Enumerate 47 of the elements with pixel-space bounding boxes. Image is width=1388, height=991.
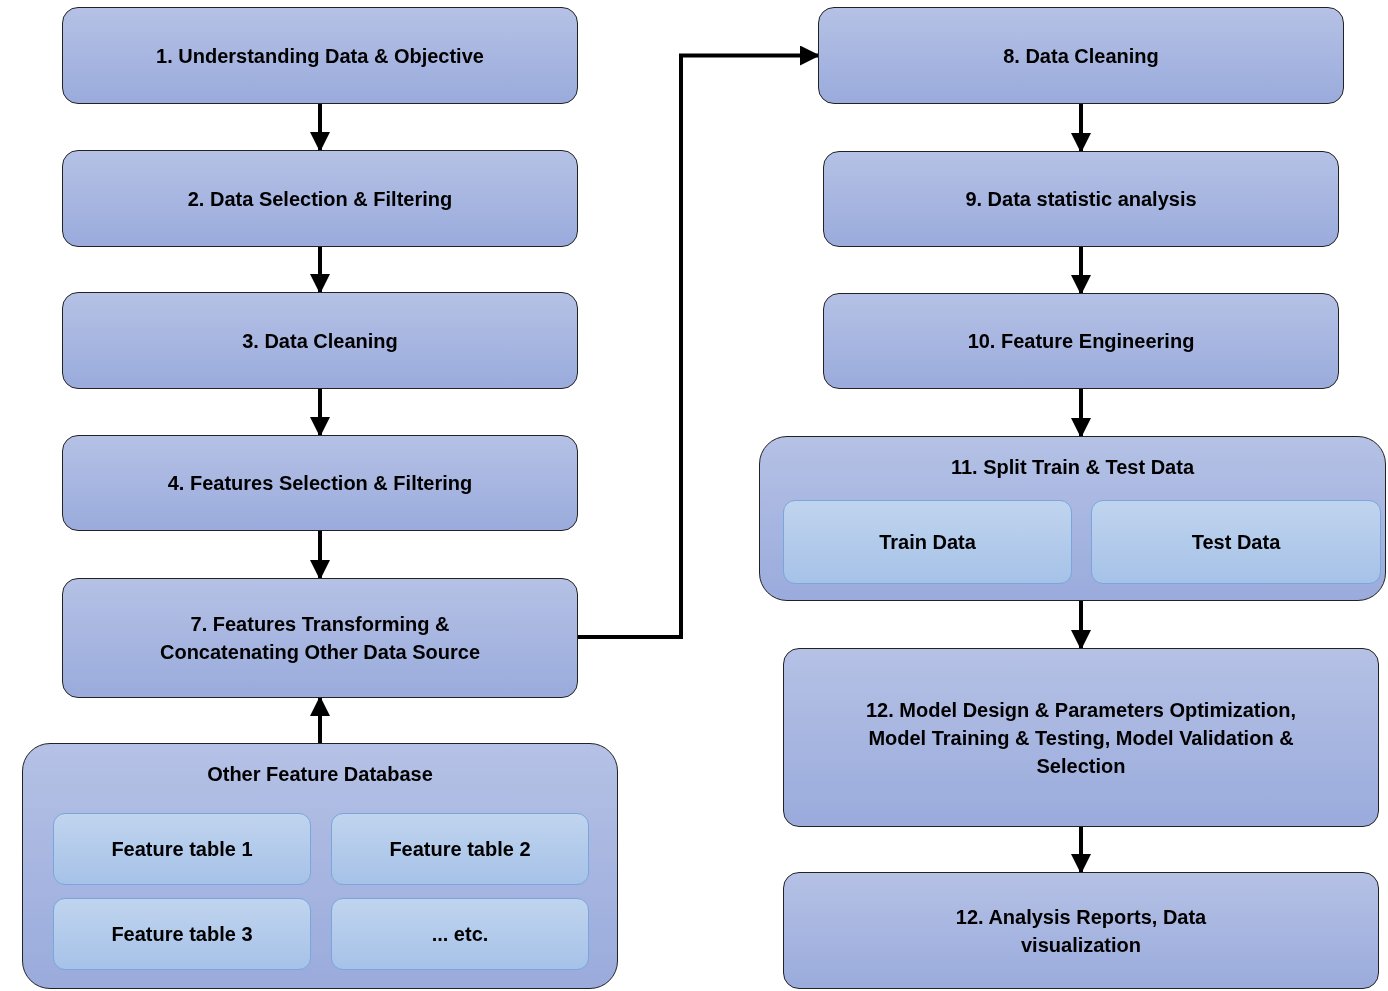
process-box (62, 7, 578, 104)
box-label: 12. Model Design & Parameters Optimization, Model Training & Testing, Model Validation & Selection (864, 697, 1298, 779)
arrow (310, 696, 330, 743)
box-label: Feature table 1 (111, 837, 253, 862)
arrow (310, 104, 330, 152)
arrow (1071, 389, 1091, 438)
group-box (759, 436, 1386, 601)
arrow (1071, 601, 1091, 650)
process-box (62, 578, 578, 698)
box-label: 3. Data Cleaning (242, 328, 398, 354)
box-label: Feature table 3 (111, 922, 253, 947)
item-box (783, 500, 1072, 584)
process-box (62, 292, 578, 389)
box-label: Train Data (879, 530, 976, 555)
process-box (783, 648, 1379, 827)
arrow (310, 247, 330, 294)
arrow (310, 389, 330, 437)
process-box (823, 151, 1339, 247)
process-box (783, 872, 1379, 989)
item-box (53, 813, 311, 885)
process-box (62, 150, 578, 247)
arrow (1071, 247, 1091, 295)
process-box (823, 293, 1339, 389)
box-label: 7. Features Transforming & Concatenating Other Data Source (158, 612, 482, 665)
box-label: 12. Analysis Reports, Data visualization (954, 904, 1208, 958)
box-label: ... etc. (431, 922, 489, 947)
arrow (1071, 104, 1091, 153)
item-box (53, 898, 311, 970)
item-box (331, 898, 589, 970)
box-label: Feature table 2 (389, 837, 531, 862)
process-box (818, 7, 1344, 104)
item-box (1091, 500, 1381, 584)
box-label: 8. Data Cleaning (1003, 43, 1159, 69)
arrow (578, 45, 820, 639)
box-label: 4. Features Selection & Filtering (167, 471, 473, 496)
process-box (62, 435, 578, 531)
item-box (331, 813, 589, 885)
box-label: 10. Feature Engineering (967, 329, 1195, 354)
arrow (1071, 827, 1091, 874)
box-label: 2. Data Selection & Filtering (187, 186, 453, 212)
box-label: Test Data (1191, 530, 1281, 555)
box-label: Other Feature Database (207, 762, 433, 787)
box-label: 11. Split Train & Test Data (950, 455, 1194, 480)
arrow (310, 531, 330, 580)
group-box (22, 743, 618, 989)
box-label: 1. Understanding Data & Objective (156, 43, 484, 69)
box-label: 9. Data statistic analysis (965, 187, 1197, 212)
